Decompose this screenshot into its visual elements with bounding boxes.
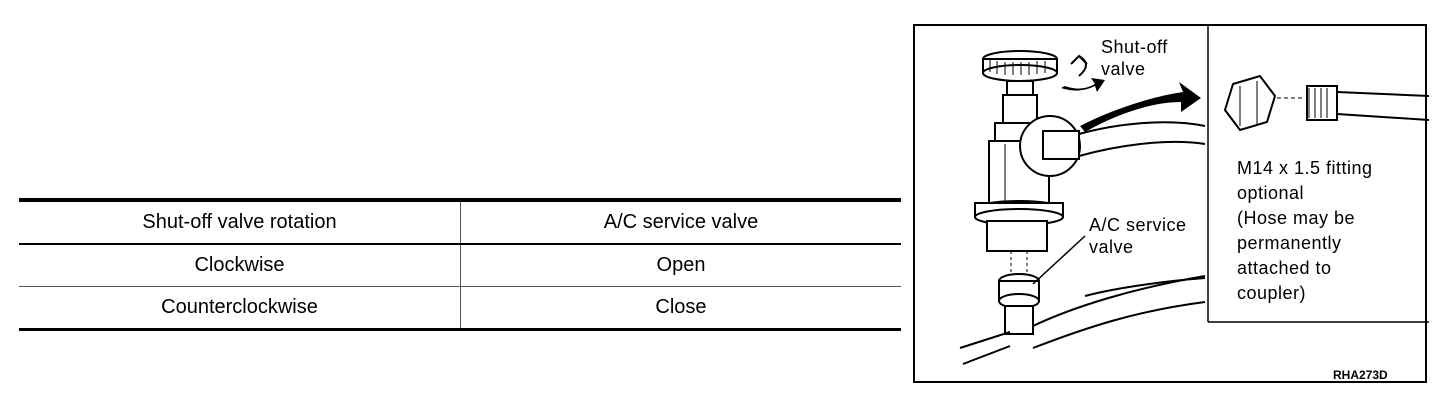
cell-rotation: Clockwise — [19, 244, 461, 287]
service-valve-label-line: A/C service — [1089, 215, 1187, 235]
leader-line — [1032, 235, 1086, 285]
cell-valve-state: Open — [656, 254, 706, 276]
fitting-note-line: attached to — [1237, 258, 1332, 278]
shutoff-valve-label-line: Shut-off — [1101, 37, 1168, 57]
fitting-note-line: coupler) — [1237, 283, 1307, 303]
shutoff-valve-label-line: valve — [1101, 59, 1146, 79]
fitting-note: M14 x 1.5 fitting optional (Hose may be … — [1237, 156, 1422, 306]
shutoff-knob — [982, 50, 1058, 124]
fitting-note-line: optional — [1237, 183, 1305, 203]
fitting-note-line: permanently — [1237, 233, 1342, 253]
fitting-detail — [1223, 74, 1429, 132]
table-header-row: Shut-off valve rotation A/C service valv… — [19, 200, 901, 244]
col-header-rotation: Shut-off valve rotation — [19, 200, 461, 244]
table-row: Clockwise Open — [19, 244, 901, 287]
pipe — [959, 275, 1206, 365]
service-valve — [998, 251, 1040, 335]
rotate-arrow-icon-2 — [1061, 78, 1105, 92]
cell-rotation: Counterclockwise — [19, 286, 461, 330]
side-hose — [1019, 115, 1206, 177]
coupler-illustration: Shut-off valve A/C service valve M14 x 1… — [913, 24, 1429, 383]
rotate-arrow-icon — [1070, 54, 1088, 77]
service-valve-label: A/C service valve — [1089, 214, 1219, 258]
col-header-service-valve: A/C service valve — [603, 211, 759, 233]
table-row: Counterclockwise Close — [19, 286, 901, 330]
fitting-note-line: M14 x 1.5 fitting — [1237, 158, 1373, 178]
coupler-drawing — [959, 26, 1429, 365]
figure-code: RHA273D — [1333, 368, 1388, 382]
fitting-note-line: (Hose may be — [1237, 208, 1356, 228]
rotation-table: Shut-off valve rotation A/C service valv… — [19, 198, 901, 331]
cell-valve-state: Close — [655, 296, 707, 318]
shutoff-valve-label: Shut-off valve — [1101, 36, 1221, 80]
service-valve-label-line: valve — [1089, 237, 1134, 257]
pointer-arrow-icon — [1080, 82, 1201, 132]
